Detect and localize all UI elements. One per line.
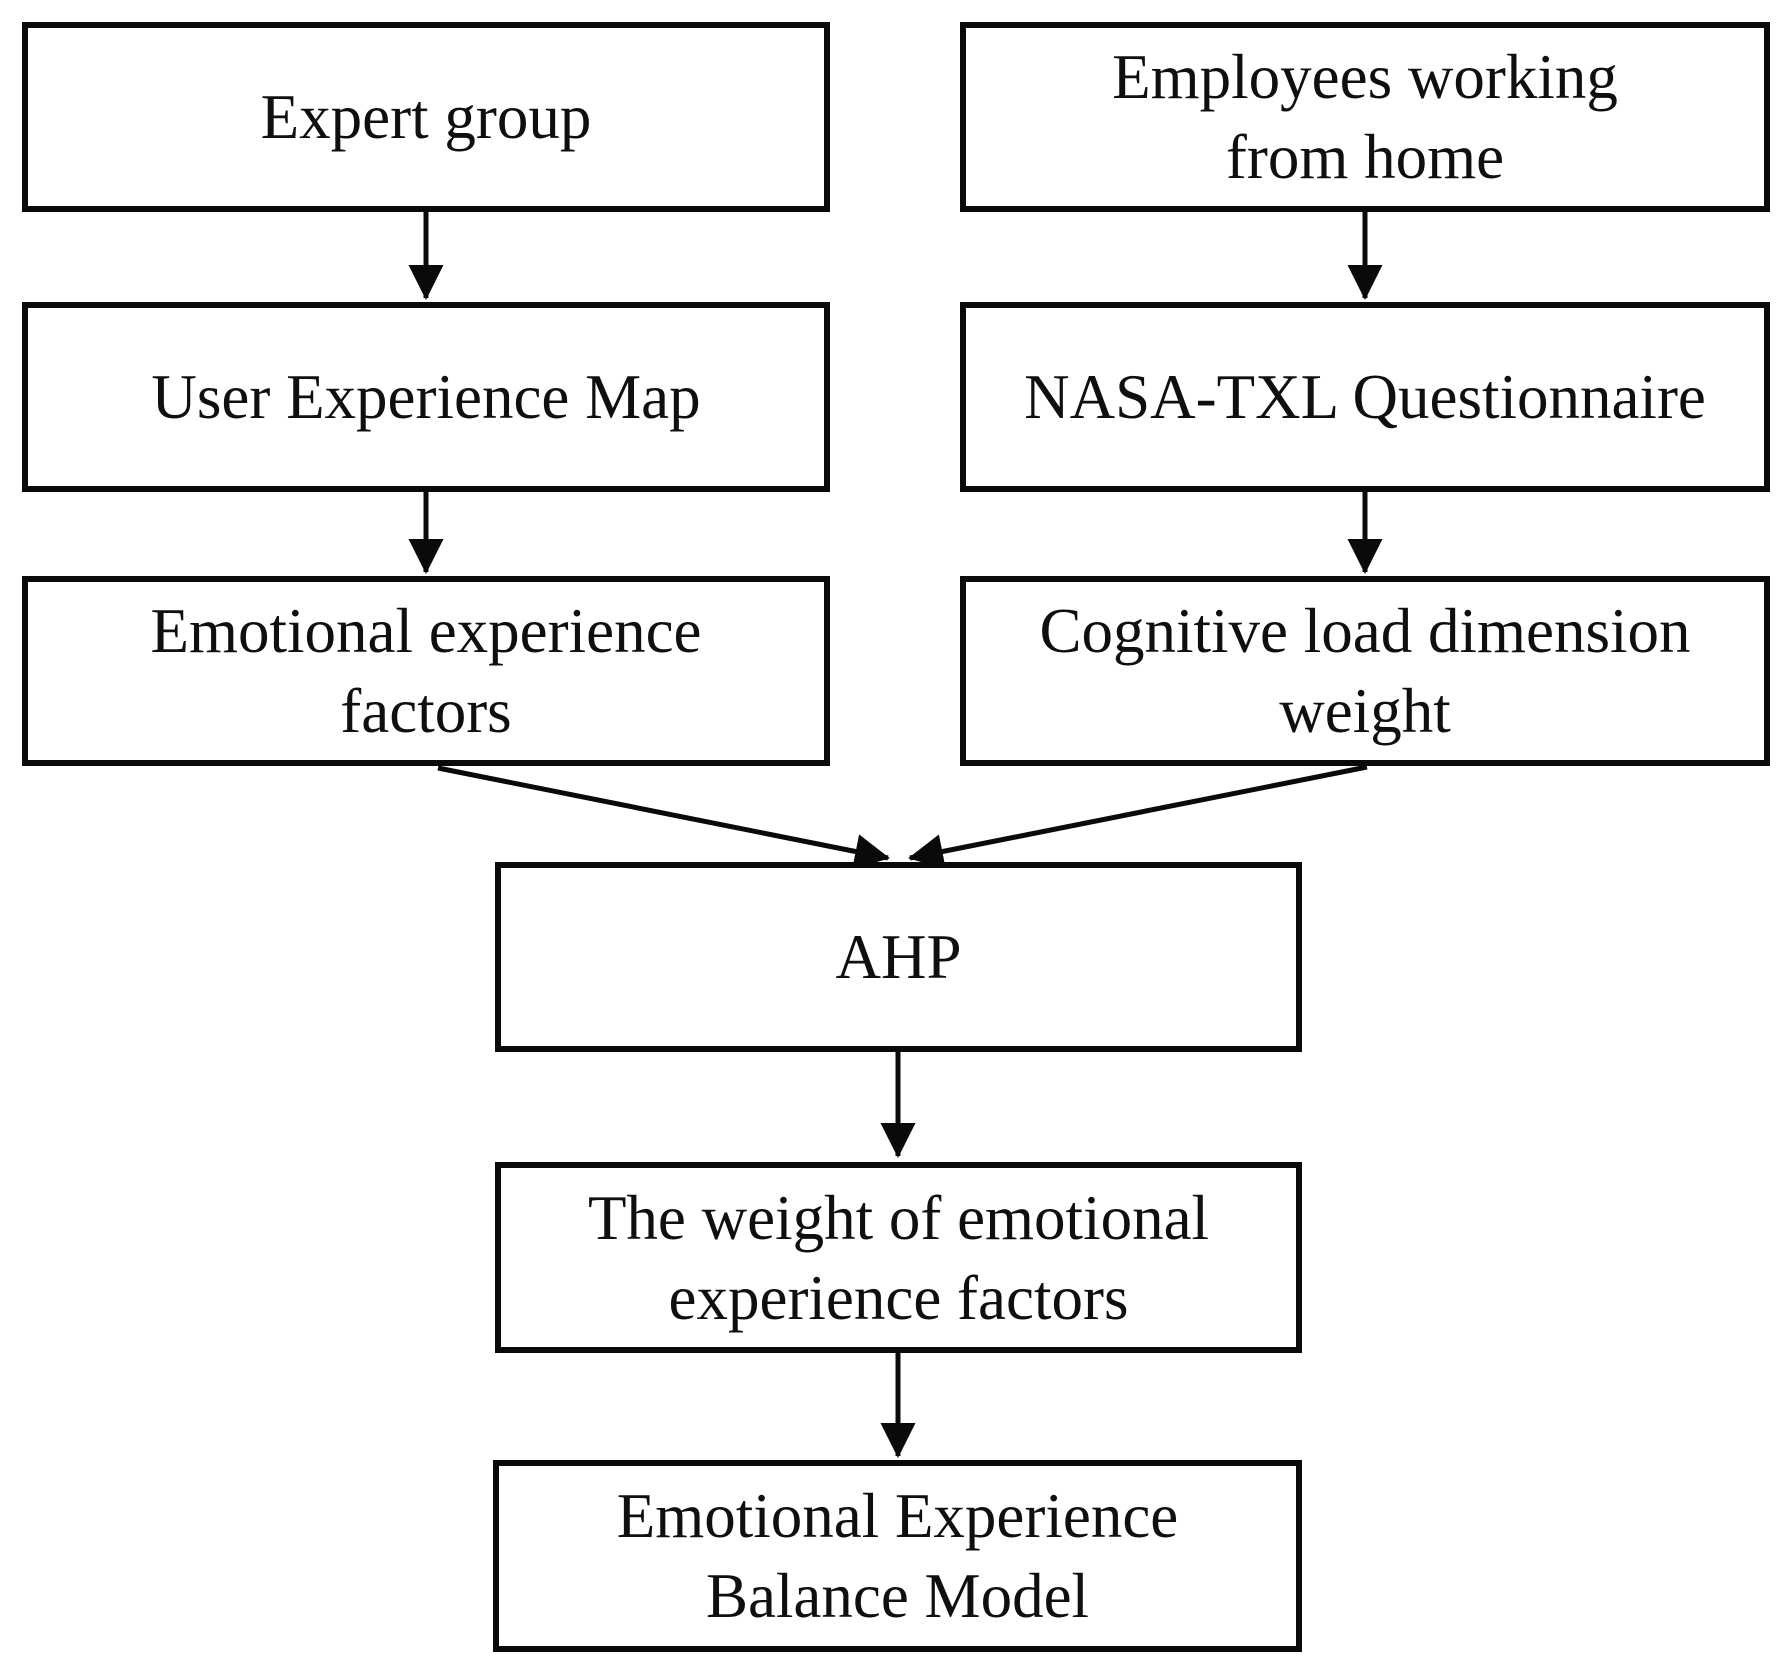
arrow-emofactors-to-ahp [437,765,890,869]
node-label-line: from home [1225,122,1505,192]
node-expert-group: Expert group [22,22,830,212]
node-label-line: Emotional Experience [616,1481,1179,1551]
node-label-line: Balance Model [705,1561,1090,1631]
node-label-line: NASA-TXL Questionnaire [1024,362,1706,432]
node-label-line: User Experience Map [151,362,701,432]
node-label-line: Emotional experience [150,596,702,666]
node-employees-working-from-home: Employees working from home [960,22,1770,212]
node-emotional-experience-balance-model: Emotional Experience Balance Model [493,1460,1302,1652]
node-label-line: factors [340,676,512,746]
node-label-line: Expert group [260,82,592,152]
node-cognitive-load-dimension-weight: Cognitive load dimension weight [960,576,1770,766]
node-nasa-txl-questionnaire: NASA-TXL Questionnaire [960,302,1770,492]
node-weight-of-emotional-experience-factors: The weight of emotional experience facto… [495,1162,1302,1353]
node-label-line: weight [1279,676,1451,746]
node-ahp: AHP [495,862,1302,1052]
arrow-cogload-to-ahp [908,764,1368,869]
node-user-experience-map: User Experience Map [22,302,830,492]
node-label-line: The weight of emotional [587,1182,1210,1253]
node-label-line: AHP [835,922,962,992]
node-label-line: experience factors [668,1262,1129,1333]
node-label-line: Employees working [1112,42,1618,112]
node-emotional-experience-factors: Emotional experience factors [22,576,830,766]
node-label-line: Cognitive load dimension [1039,596,1691,666]
